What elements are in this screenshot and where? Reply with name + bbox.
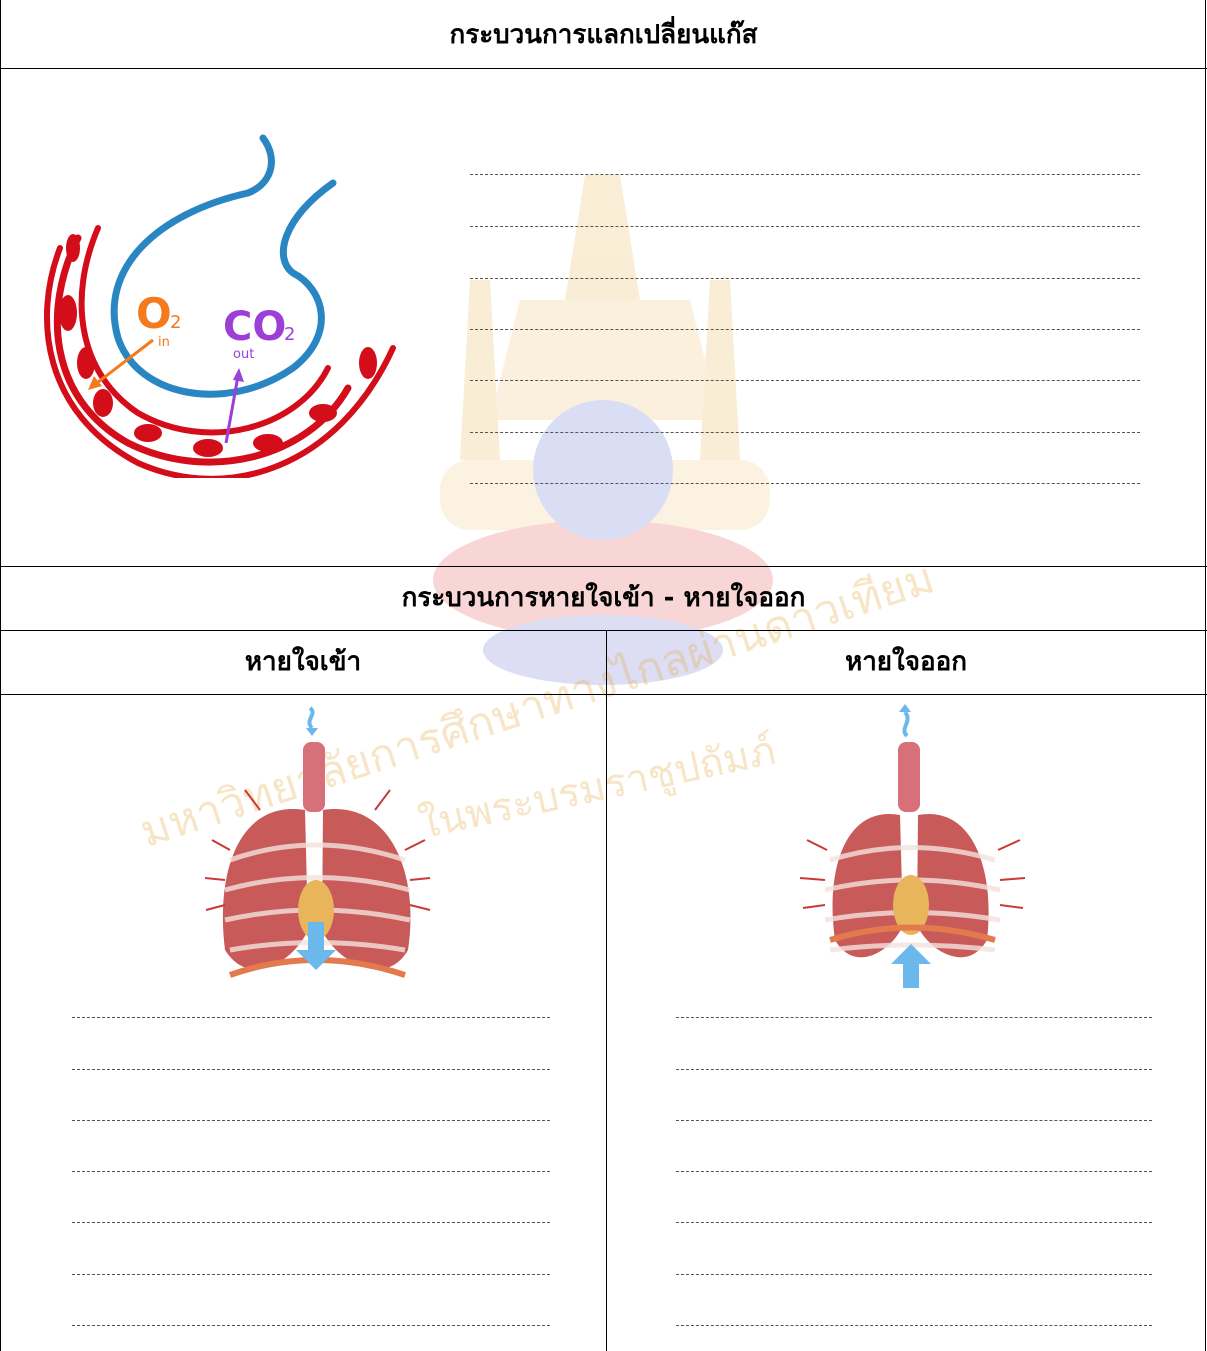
exhale-answer-line[interactable] <box>676 1069 1152 1070</box>
inhale-answer-line[interactable] <box>72 1325 550 1326</box>
exhale-answer-line[interactable] <box>676 1120 1152 1121</box>
row-divider <box>0 694 1207 695</box>
blood-cell <box>309 404 337 422</box>
watermark-text-2: ในพระบรมราชูปถัมภ์ <box>415 727 780 848</box>
air-out-arrow-head <box>899 704 911 712</box>
o2-subscript: 2 <box>170 312 181 333</box>
row-divider <box>0 566 1207 567</box>
answer-line[interactable] <box>470 432 1140 433</box>
diaphragm-arrow-shaft <box>308 922 324 952</box>
answer-line[interactable] <box>470 226 1140 227</box>
breathing-title: กระบวนการหายใจเข้า - หายใจออก <box>0 583 1207 613</box>
alveolus-wall <box>114 138 333 394</box>
row-divider <box>0 68 1207 69</box>
blood-cell <box>59 295 77 331</box>
air-in-icon <box>309 708 312 728</box>
blood-cell <box>77 347 95 379</box>
gas-exchange-diagram: O 2 in CO 2 out <box>38 128 398 478</box>
blood-cell <box>93 389 113 417</box>
column-divider <box>606 630 607 1351</box>
answer-line[interactable] <box>470 483 1140 484</box>
blood-cell <box>253 434 283 452</box>
inhale-answer-line[interactable] <box>72 1222 550 1223</box>
inhale-answer-line[interactable] <box>72 1069 550 1070</box>
trachea <box>898 742 920 812</box>
blood-cell <box>134 424 162 442</box>
inhale-lungs-illustration <box>200 700 440 1000</box>
co2-arrow-head <box>233 368 244 382</box>
inhale-title: หายใจเข้า <box>0 647 606 677</box>
gas-exchange-title: กระบวนการแลกเปลี่ยนแก๊ส <box>0 20 1207 50</box>
air-in-arrow-head <box>306 728 318 736</box>
inhale-answer-line[interactable] <box>72 1171 550 1172</box>
exhale-answer-line[interactable] <box>676 1017 1152 1018</box>
co2-direction: out <box>233 347 254 362</box>
trachea <box>303 742 325 812</box>
exhale-answer-line[interactable] <box>676 1171 1152 1172</box>
exhale-lungs-illustration <box>795 700 1035 1000</box>
row-divider <box>0 630 1207 631</box>
o2-direction: in <box>158 335 170 350</box>
blood-cell <box>193 439 223 457</box>
o2-label: O <box>136 289 172 338</box>
exhale-answer-line[interactable] <box>676 1222 1152 1223</box>
answer-line[interactable] <box>470 329 1140 330</box>
exhale-answer-line[interactable] <box>676 1325 1152 1326</box>
vessel-outer-wall <box>57 238 348 462</box>
exhale-answer-line[interactable] <box>676 1274 1152 1275</box>
inhale-answer-line[interactable] <box>72 1120 550 1121</box>
blood-cell <box>66 234 80 262</box>
diaphragm-arrow-shaft <box>903 962 919 988</box>
air-out-icon <box>904 712 907 736</box>
exhale-title: หายใจออก <box>606 647 1206 677</box>
answer-line[interactable] <box>470 380 1140 381</box>
co2-label: CO <box>223 304 286 350</box>
answer-line[interactable] <box>470 174 1140 175</box>
blood-cell <box>359 347 377 379</box>
inhale-answer-line[interactable] <box>72 1017 550 1018</box>
inhale-answer-line[interactable] <box>72 1274 550 1275</box>
co2-subscript: 2 <box>284 324 295 345</box>
answer-line[interactable] <box>470 278 1140 279</box>
